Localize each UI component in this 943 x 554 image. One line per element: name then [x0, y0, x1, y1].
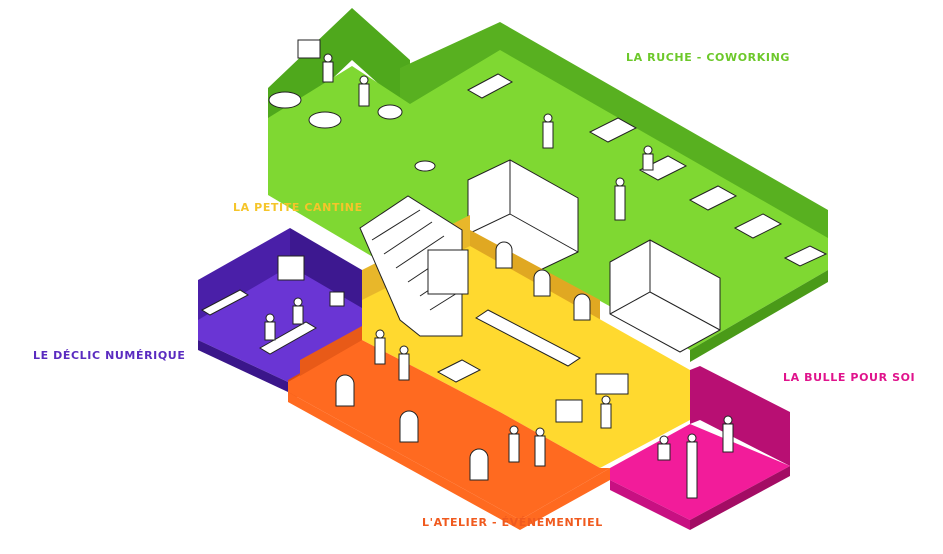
declic-furniture: [200, 255, 345, 355]
cantine-shelf: [595, 373, 629, 395]
cantine-windows: [495, 241, 591, 321]
atelier-windows: [335, 374, 489, 481]
label-bulle-pour-soi: LA BULLE POUR SOI: [783, 371, 916, 384]
label-declic-numerique: LE DÉCLIC NUMÉRIQUE: [33, 349, 186, 362]
bulle-floor: [610, 424, 790, 520]
atelier-left-wall: [300, 326, 362, 376]
ruche-front-edge: [690, 270, 828, 362]
label-petite-cantine: LA PETITE CANTINE: [233, 201, 363, 214]
bulle-people: [657, 415, 734, 499]
label-ruche-coworking: LA RUCHE - COWORKING: [626, 51, 791, 64]
ruche-people: [322, 53, 654, 221]
cantine-staircase: [359, 195, 463, 337]
cantine-kitchen: [427, 249, 469, 295]
ruche-screen: [297, 39, 321, 59]
atelier-floor: [288, 340, 610, 520]
ruche-desks: [268, 73, 828, 267]
cantine-long-table: [475, 309, 581, 367]
zone-ruche: [268, 8, 828, 362]
declic-front-edge: [198, 340, 288, 392]
bulle-left-edge: [610, 480, 690, 530]
bulle-back-wall: [690, 366, 790, 466]
zone-atelier: [288, 326, 612, 530]
bulle-front-edge: [690, 466, 790, 530]
label-atelier-evenementiel: L'ATELIER - ÉVÉNEMENTIEL: [422, 516, 603, 529]
ruche-back-wall-left: [268, 8, 410, 140]
atelier-props: [374, 329, 612, 467]
zone-bulle: [610, 366, 790, 530]
